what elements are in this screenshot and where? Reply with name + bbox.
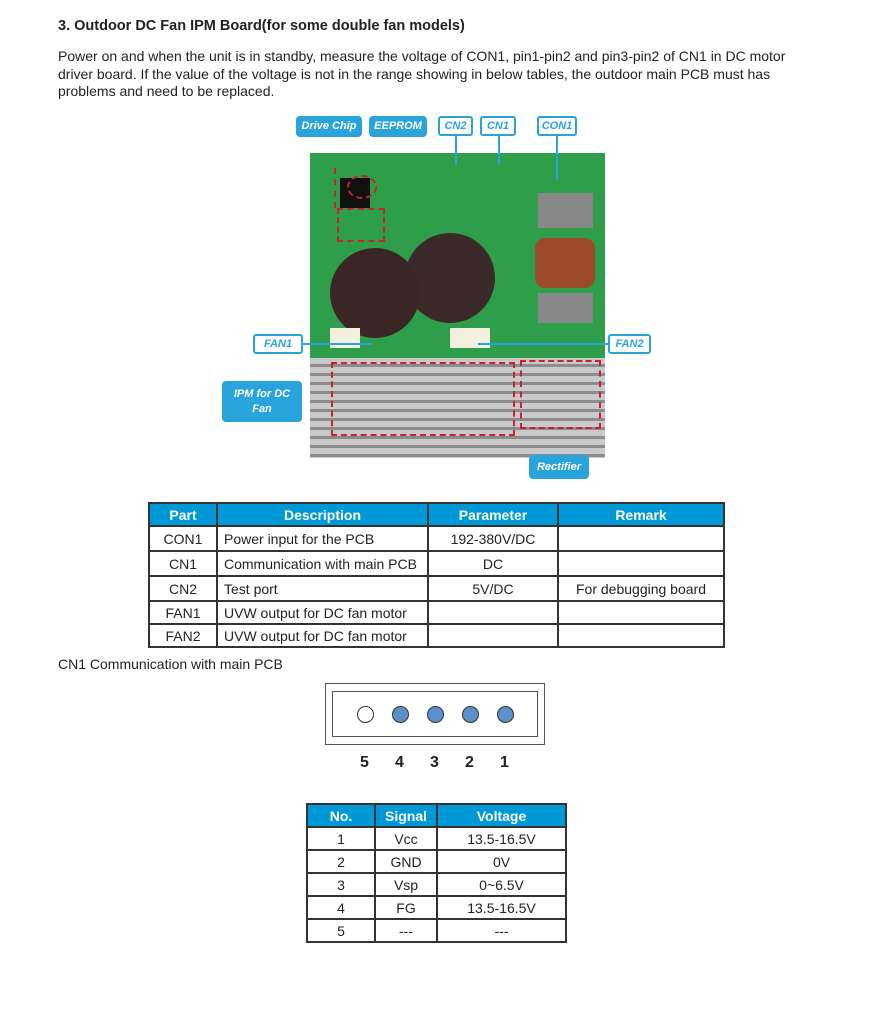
- table-cell: 2: [306, 849, 376, 874]
- header-remark: Remark: [557, 502, 725, 527]
- drive-chip-outline: [337, 208, 385, 242]
- table-cell: FG: [374, 895, 438, 920]
- table-cell: Power input for the PCB: [216, 525, 429, 552]
- pin-number: 4: [395, 754, 404, 771]
- leader-line: [302, 343, 372, 345]
- leader-line: [556, 135, 558, 180]
- ipm-outline: [331, 362, 515, 436]
- table-cell: GND: [374, 849, 438, 874]
- table-cell: UVW output for DC fan motor: [216, 600, 429, 625]
- table-cell: 3: [306, 872, 376, 897]
- table-row: 5------: [306, 918, 567, 943]
- label-fan2: FAN2: [608, 334, 651, 354]
- table-cell: 4: [306, 895, 376, 920]
- connector-pin-1: [497, 706, 514, 723]
- connector-pin-5: [357, 706, 374, 723]
- table-cell: FAN1: [148, 600, 218, 625]
- eeprom-outline: [347, 175, 377, 199]
- table-cell: [427, 600, 559, 625]
- intro-paragraph: Power on and when the unit is in standby…: [58, 48, 786, 99]
- table-header-row: No. Signal Voltage: [306, 803, 567, 828]
- header-part: Part: [148, 502, 218, 527]
- table-cell: Vcc: [374, 826, 438, 851]
- label-cn1: CN1: [480, 116, 516, 136]
- table-cell: Test port: [216, 575, 429, 602]
- table-cell: [557, 550, 725, 577]
- table-cell: DC: [427, 550, 559, 577]
- table-cell: [557, 525, 725, 552]
- table-cell: For debugging board: [557, 575, 725, 602]
- leader-line: [478, 343, 608, 345]
- cn1-connector-diagram: [325, 683, 545, 745]
- table-cell: CN1: [148, 550, 218, 577]
- table-cell: 1: [306, 826, 376, 851]
- label-fan1: FAN1: [253, 334, 303, 354]
- label-ipm: IPM for DC Fan: [222, 381, 302, 422]
- table-cell: 5: [306, 918, 376, 943]
- table-cell: Communication with main PCB: [216, 550, 429, 577]
- table-cell: [557, 600, 725, 625]
- pin-number: 2: [465, 754, 474, 771]
- cn1-caption: CN1 Communication with main PCB: [58, 656, 283, 672]
- header-no: No.: [306, 803, 376, 828]
- table-cell: 13.5-16.5V: [436, 826, 567, 851]
- label-eeprom: EEPROM: [369, 116, 427, 137]
- leader-line: [455, 135, 457, 165]
- table-cell: 13.5-16.5V: [436, 895, 567, 920]
- table-cell: [557, 623, 725, 648]
- table-cell: ---: [374, 918, 438, 943]
- pin-number: 3: [430, 754, 439, 771]
- table-cell: UVW output for DC fan motor: [216, 623, 429, 648]
- label-drive-chip: Drive Chip: [296, 116, 362, 137]
- leader-line: [334, 168, 336, 208]
- table-cell: CON1: [148, 525, 218, 552]
- header-description: Description: [216, 502, 429, 527]
- pin-number: 1: [500, 754, 509, 771]
- connector-pin-4: [392, 706, 409, 723]
- table-header-row: Part Description Parameter Remark: [148, 502, 725, 527]
- table-cell: 0V: [436, 849, 567, 874]
- header-parameter: Parameter: [427, 502, 559, 527]
- pcb-photo: [310, 153, 605, 458]
- connector-pin-3: [427, 706, 444, 723]
- label-con1: CON1: [537, 116, 577, 136]
- label-cn2: CN2: [438, 116, 473, 136]
- table-cell: 0~6.5V: [436, 872, 567, 897]
- table-cell: Vsp: [374, 872, 438, 897]
- rectifier-outline: [520, 360, 601, 429]
- leader-line: [498, 135, 500, 165]
- connector-pin-2: [462, 706, 479, 723]
- header-signal: Signal: [374, 803, 438, 828]
- table-cell: 5V/DC: [427, 575, 559, 602]
- header-voltage: Voltage: [436, 803, 567, 828]
- table-cell: FAN2: [148, 623, 218, 648]
- label-rectifier: Rectifier: [529, 455, 589, 479]
- section-heading: 3. Outdoor DC Fan IPM Board(for some dou…: [58, 18, 465, 34]
- table-cell: 192-380V/DC: [427, 525, 559, 552]
- pin-number: 5: [360, 754, 369, 771]
- table-cell: ---: [436, 918, 567, 943]
- table-cell: CN2: [148, 575, 218, 602]
- table-cell: [427, 623, 559, 648]
